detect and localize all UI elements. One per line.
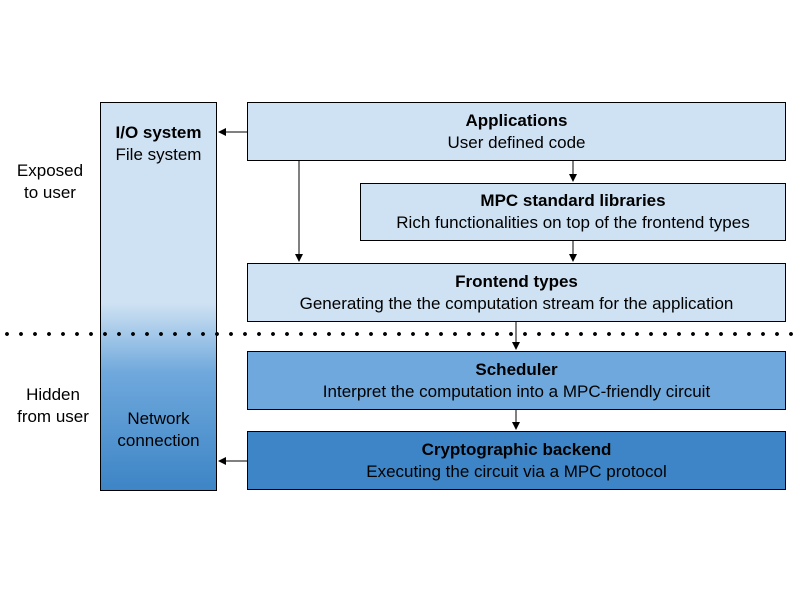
crypto-backend-desc: Executing the circuit via a MPC protocol: [366, 461, 667, 481]
scheduler-box: Scheduler Interpret the computation into…: [247, 351, 786, 410]
applications-desc: User defined code: [447, 132, 586, 152]
io-system-subtitle: File system: [115, 145, 202, 164]
frontend-types-desc: Generating the the computation stream fo…: [299, 293, 734, 313]
crypto-backend-title: Cryptographic backend: [421, 439, 612, 459]
io-system-heading: I/O system File system: [101, 122, 216, 166]
io-system-title: I/O system: [115, 123, 202, 142]
mpc-libraries-desc: Rich functionalities on top of the front…: [396, 213, 750, 232]
io-system-column: I/O system File system Network connectio…: [100, 102, 217, 491]
mpc-libraries-box: MPC standard libraries Rich functionalit…: [360, 183, 786, 241]
crypto-backend-box: Cryptographic backend Executing the circ…: [247, 431, 786, 490]
hidden-from-user-label: Hidden from user: [17, 385, 89, 426]
mpc-libraries-title: MPC standard libraries: [480, 191, 666, 210]
exposed-to-user-label: Exposed to user: [16, 161, 84, 202]
applications-box: Applications User defined code: [247, 102, 786, 161]
network-connection-label: Network connection: [117, 409, 200, 450]
scheduler-title: Scheduler: [475, 359, 558, 379]
scheduler-desc: Interpret the computation into a MPC-fri…: [322, 381, 711, 401]
applications-title: Applications: [465, 110, 568, 130]
frontend-types-title: Frontend types: [455, 271, 578, 291]
frontend-types-box: Frontend types Generating the the comput…: [247, 263, 786, 322]
exposure-divider: [0, 332, 800, 336]
